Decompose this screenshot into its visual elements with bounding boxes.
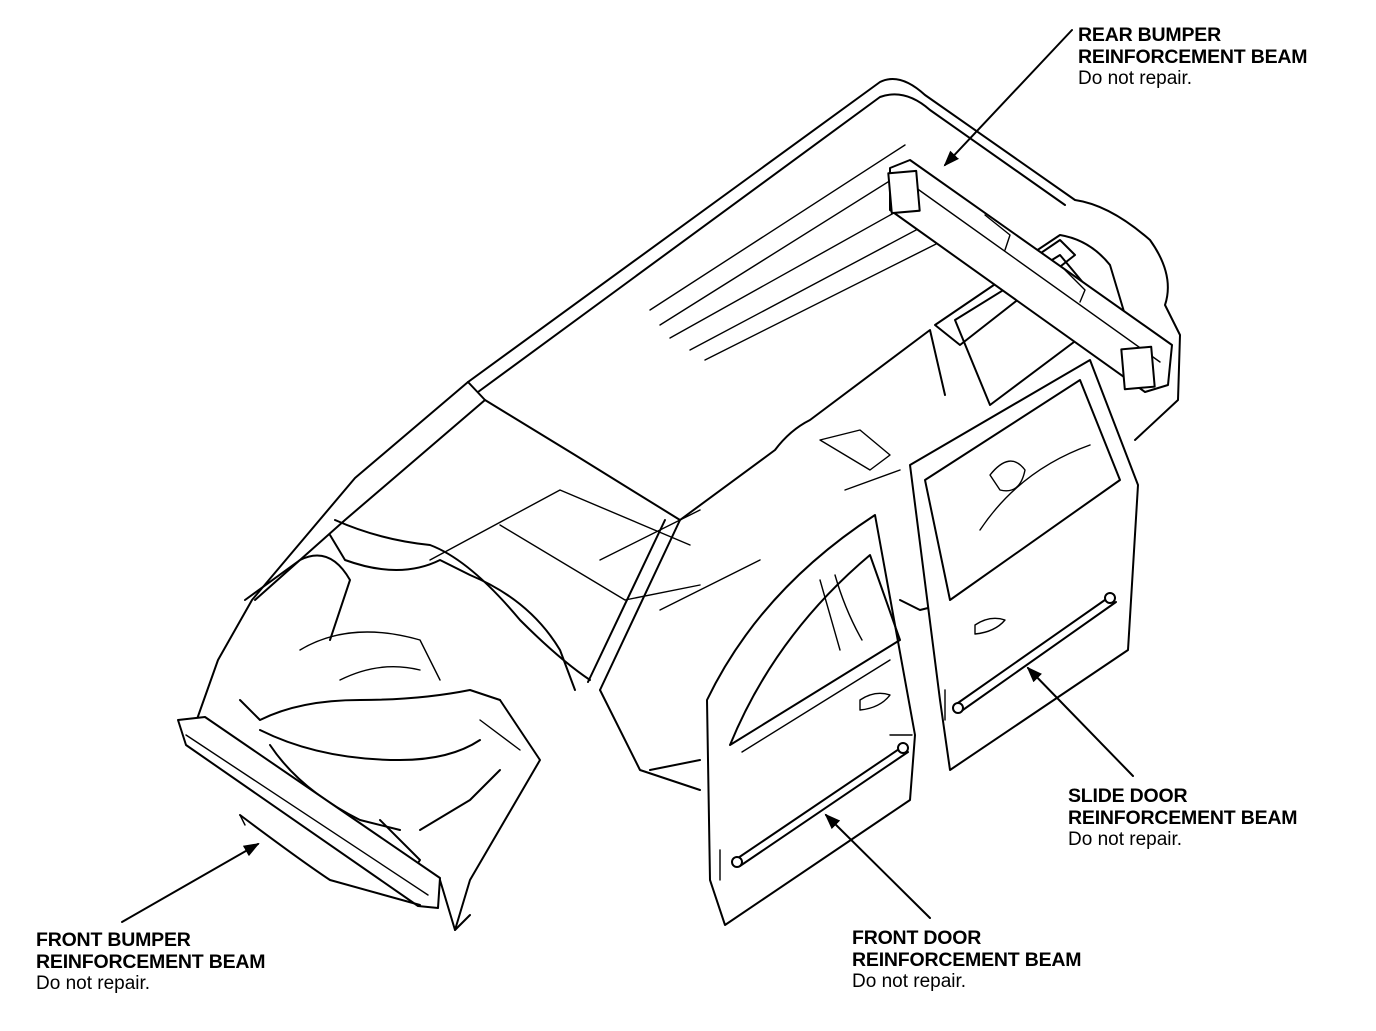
body-shell: [195, 78, 1181, 791]
front-door-callout: FRONT DOOR REINFORCEMENT BEAM Do not rep…: [852, 927, 1082, 993]
slide-door-leader: [1026, 666, 1134, 777]
rear-bumper-callout: REAR BUMPER REINFORCEMENT BEAM Do not re…: [1078, 24, 1308, 90]
front-bumper-title-2: REINFORCEMENT BEAM: [36, 951, 266, 973]
slide-door-title-2: REINFORCEMENT BEAM: [1068, 807, 1298, 829]
front-bumper-leader: [121, 843, 260, 923]
slide-door: [909, 359, 1139, 771]
leader-arrows: [121, 29, 1134, 923]
rear-bumper-title-1: REAR BUMPER: [1078, 24, 1221, 46]
front-bumper-callout: FRONT BUMPER REINFORCEMENT BEAM Do not r…: [36, 929, 266, 995]
rear-bumper-title-2: REINFORCEMENT BEAM: [1078, 46, 1308, 68]
front-bumper-title-1: FRONT BUMPER: [36, 929, 191, 951]
rear-bumper-beam: [887, 159, 1173, 393]
slide-door-title-1: SLIDE DOOR: [1068, 785, 1188, 807]
front-door-title-2: REINFORCEMENT BEAM: [852, 949, 1082, 971]
slide-door-note: Do not repair.: [1068, 829, 1183, 850]
front-door: [706, 514, 916, 926]
rear-bumper-leader: [943, 29, 1073, 167]
front-bumper-note: Do not repair.: [36, 973, 151, 994]
rear-bumper-note: Do not repair.: [1078, 68, 1193, 89]
front-door-note: Do not repair.: [852, 971, 967, 992]
front-door-title-1: FRONT DOOR: [852, 927, 982, 949]
front-door-leader: [824, 813, 931, 919]
front-bumper-beam: [177, 716, 441, 909]
slide-door-callout: SLIDE DOOR REINFORCEMENT BEAM Do not rep…: [1068, 785, 1298, 851]
